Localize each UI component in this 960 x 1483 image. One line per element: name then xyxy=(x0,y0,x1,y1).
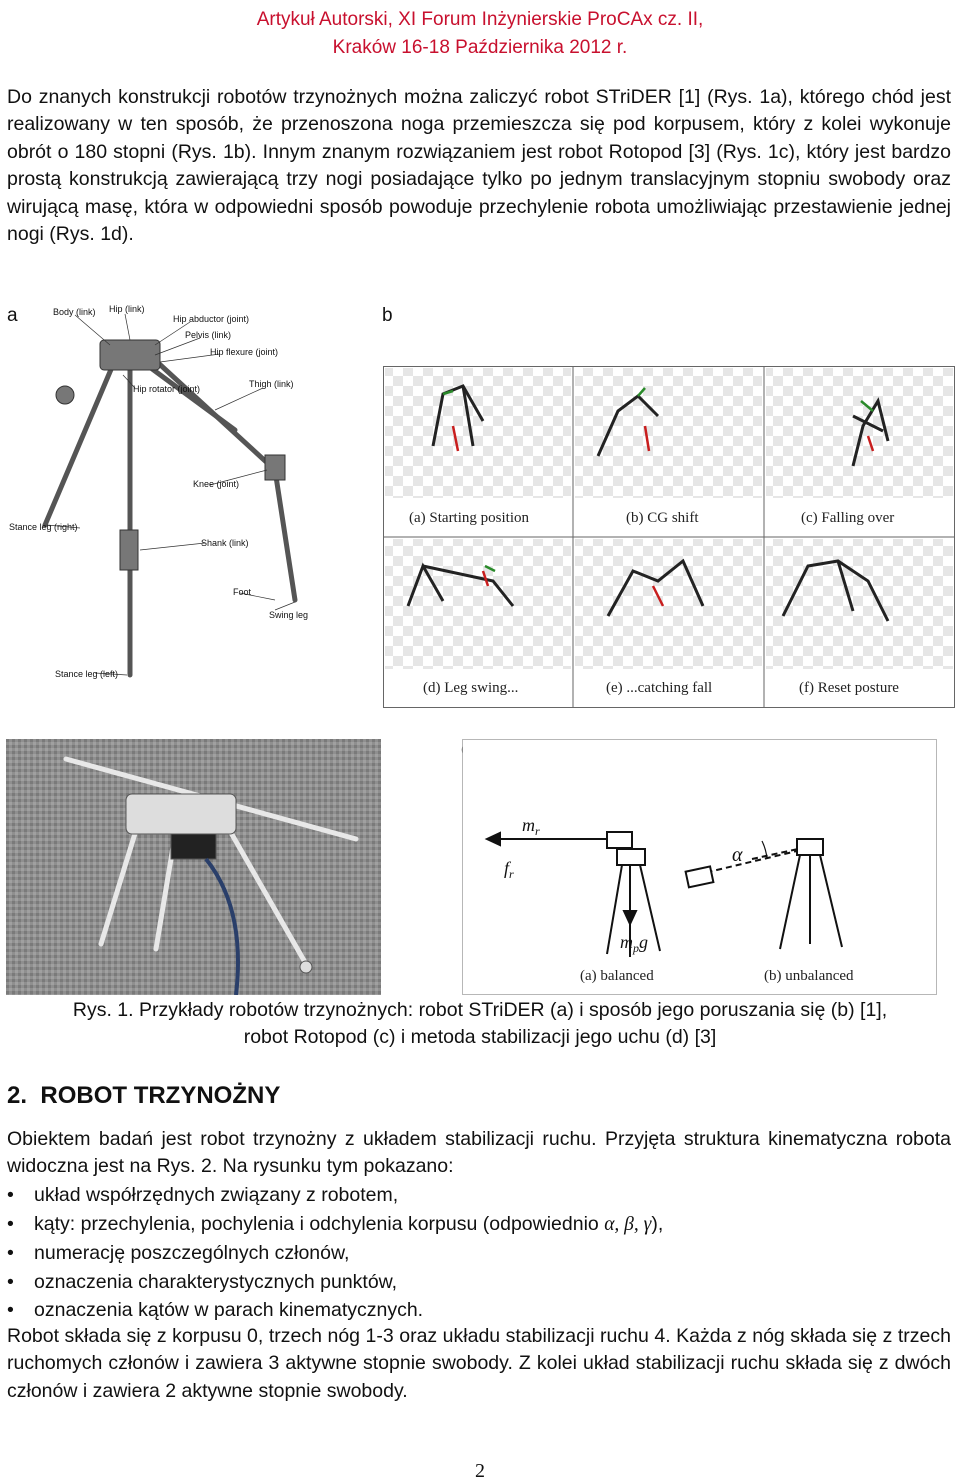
page-number: 2 xyxy=(475,1460,485,1482)
gait-caption-a: (a) Starting position xyxy=(409,510,529,526)
diagram-caption-unbalanced: (b) unbalanced xyxy=(764,968,854,984)
gait-caption-f: (f) Reset posture xyxy=(799,680,899,696)
section-number: 2. xyxy=(7,1082,28,1109)
gait-caption-c: (c) Falling over xyxy=(801,510,894,526)
annotation-stance-left: Stance leg (left) xyxy=(55,669,118,679)
header-line-2: Kraków 16-18 Października 2012 r. xyxy=(332,37,628,58)
gait-caption-e: (e) ...catching fall xyxy=(606,680,712,696)
annotation-body: Body (link) xyxy=(53,307,96,317)
mass-rotor-label: mr xyxy=(522,815,540,838)
intro-paragraph: Do znanych konstrukcji robotów trzynożny… xyxy=(7,86,951,246)
section-paragraph-intro: Obiektem badań jest robot trzynożny z uk… xyxy=(7,1128,951,1178)
annotation-hip-rotator: Hip rotator (joint) xyxy=(133,384,200,394)
figure-caption: Rys. 1. Przykłady robotów trzynożnych: r… xyxy=(0,997,960,1051)
annotation-hip-flexure: Hip flexure (joint) xyxy=(210,347,278,357)
figure-caption-line-2: robot Rotopod (c) i metoda stabilizacji … xyxy=(243,1026,717,1048)
section-paragraph-structure: Robot składa się z korpusu 0, trzech nóg… xyxy=(7,1325,951,1402)
bullet-item: oznaczenia kątów w parach kinematycznych… xyxy=(7,1296,951,1325)
figure-label-b: b xyxy=(382,305,393,326)
bullet-item: kąty: przechylenia, pochylenia i odchyle… xyxy=(7,1210,951,1240)
strider-robot-diagram: Body (link) Hip (link) Hip abductor (joi… xyxy=(9,304,308,679)
section-heading: 2. ROBOT TRZYNOŻNY xyxy=(7,1082,280,1110)
figure-caption-line-1: Rys. 1. Przykłady robotów trzynożnych: r… xyxy=(72,999,888,1021)
figure-label-a: a xyxy=(7,305,18,326)
annotation-hip-abductor: Hip abductor (joint) xyxy=(173,314,249,324)
annotation-hip: Hip (link) xyxy=(109,304,145,314)
annotation-knee: Knee (joint) xyxy=(193,479,239,489)
annotation-thigh: Thigh (link) xyxy=(249,379,294,389)
strider-gait-sequence: (a) Starting position (b) CG shift (c) F… xyxy=(383,366,955,708)
annotation-swing-leg: Swing leg xyxy=(269,610,308,620)
annotation-stance-right: Stance leg (right) xyxy=(9,522,78,532)
annotation-pelvis: Pelvis (link) xyxy=(185,330,231,340)
rotopod-robot-photo xyxy=(6,739,381,995)
bullet-item: układ współrzędnych związany z robotem, xyxy=(7,1181,951,1210)
gait-caption-d: (d) Leg swing... xyxy=(423,680,518,696)
conference-header: Artykuł Autorski, XI Forum Inżynierskie … xyxy=(0,6,960,62)
alpha-angle-label: α xyxy=(732,844,743,866)
header-line-1: Artykuł Autorski, XI Forum Inżynierskie … xyxy=(256,9,704,30)
section-title: ROBOT TRZYNOŻNY xyxy=(40,1082,281,1109)
diagram-caption-balanced: (a) balanced xyxy=(580,968,654,984)
bullet-item: oznaczenia charakterystycznych punktów, xyxy=(7,1268,951,1297)
feature-bullet-list: układ współrzędnych związany z robotem, … xyxy=(7,1181,951,1325)
bullet-item: numerację poszczególnych członów, xyxy=(7,1239,951,1268)
annotation-foot: Foot xyxy=(233,587,252,597)
annotation-shank: Shank (link) xyxy=(201,538,249,548)
platform-weight-label: mpg xyxy=(620,932,648,955)
gait-caption-b: (b) CG shift xyxy=(626,510,699,526)
rotopod-stabilization-diagram: mr fr α mpg (a) balanced (b) unbalanced xyxy=(462,739,937,995)
greek-angles: α, β, γ xyxy=(604,1213,652,1235)
force-rotor-label: fr xyxy=(504,858,514,881)
